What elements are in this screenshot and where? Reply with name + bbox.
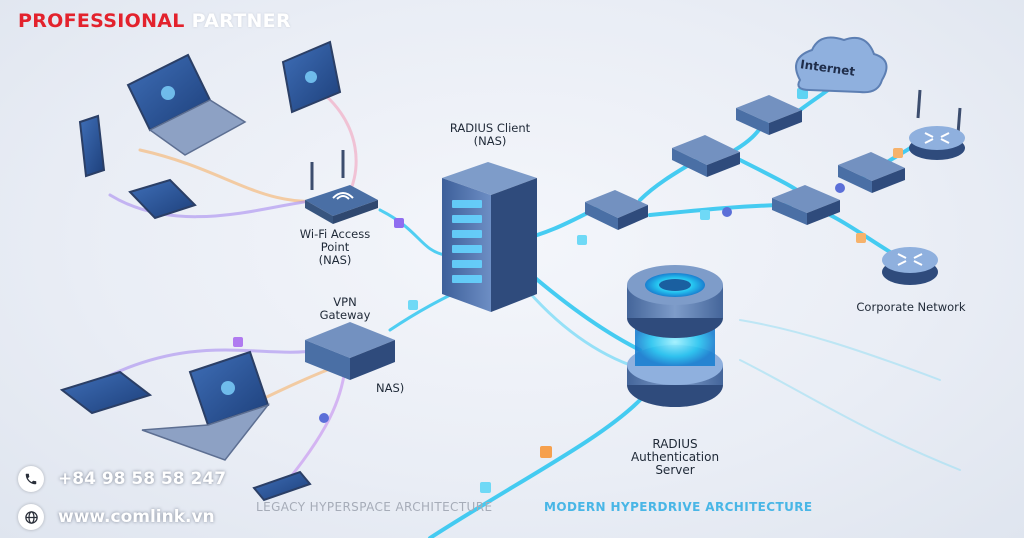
vpn-gateway-icon <box>305 322 395 380</box>
tablet-bottom-icon <box>59 370 153 415</box>
cloud-icon <box>795 36 888 94</box>
laptop-bottom-icon <box>141 350 271 461</box>
radius-server-label: RADIUS Authentication Server <box>630 437 720 477</box>
router-corporate-icon <box>882 247 938 285</box>
router-top-icon <box>909 89 965 160</box>
contact-website: www.comlink.vn <box>18 504 215 530</box>
brand-part1: PROFESSIONAL <box>18 10 185 32</box>
packet-cubes <box>233 88 903 493</box>
legacy-architecture-label: LEGACY HYPERSPACE ARCHITECTURE <box>256 500 493 514</box>
brand-part2: PARTNER <box>191 10 291 32</box>
radius-client-label: RADIUS Client (NAS) <box>449 121 531 148</box>
corporate-network-label: Corporate Network <box>856 300 966 314</box>
switch-icons <box>585 95 905 230</box>
website-link[interactable]: www.comlink.vn <box>58 507 215 527</box>
phone-number[interactable]: +84 98 58 58 247 <box>58 469 227 489</box>
vpn-gateway-label: VPN Gateway <box>319 295 371 322</box>
radius-server-icon <box>627 265 723 407</box>
laptop-icon <box>126 53 247 156</box>
tablet-icon <box>281 40 342 114</box>
globe-icon <box>18 504 44 530</box>
brand-title: PROFESSIONAL PARTNER <box>18 10 291 32</box>
tablet-small-icon <box>128 178 197 220</box>
contact-phone: +84 98 58 58 247 <box>18 466 226 492</box>
modern-architecture-label: MODERN HYPERDRIVE ARCHITECTURE <box>544 500 813 514</box>
phone-icon <box>18 466 44 492</box>
wifi-ap-label: Wi-Fi Access Point (NAS) <box>299 227 371 267</box>
link-lines <box>98 78 961 538</box>
radius-client-server-icon <box>442 162 537 312</box>
phone-bottom-icon <box>252 470 312 502</box>
vpn-nas-label: NAS) <box>376 381 405 395</box>
wifi-router-icon <box>305 150 378 224</box>
phone-device-icon <box>78 114 106 178</box>
